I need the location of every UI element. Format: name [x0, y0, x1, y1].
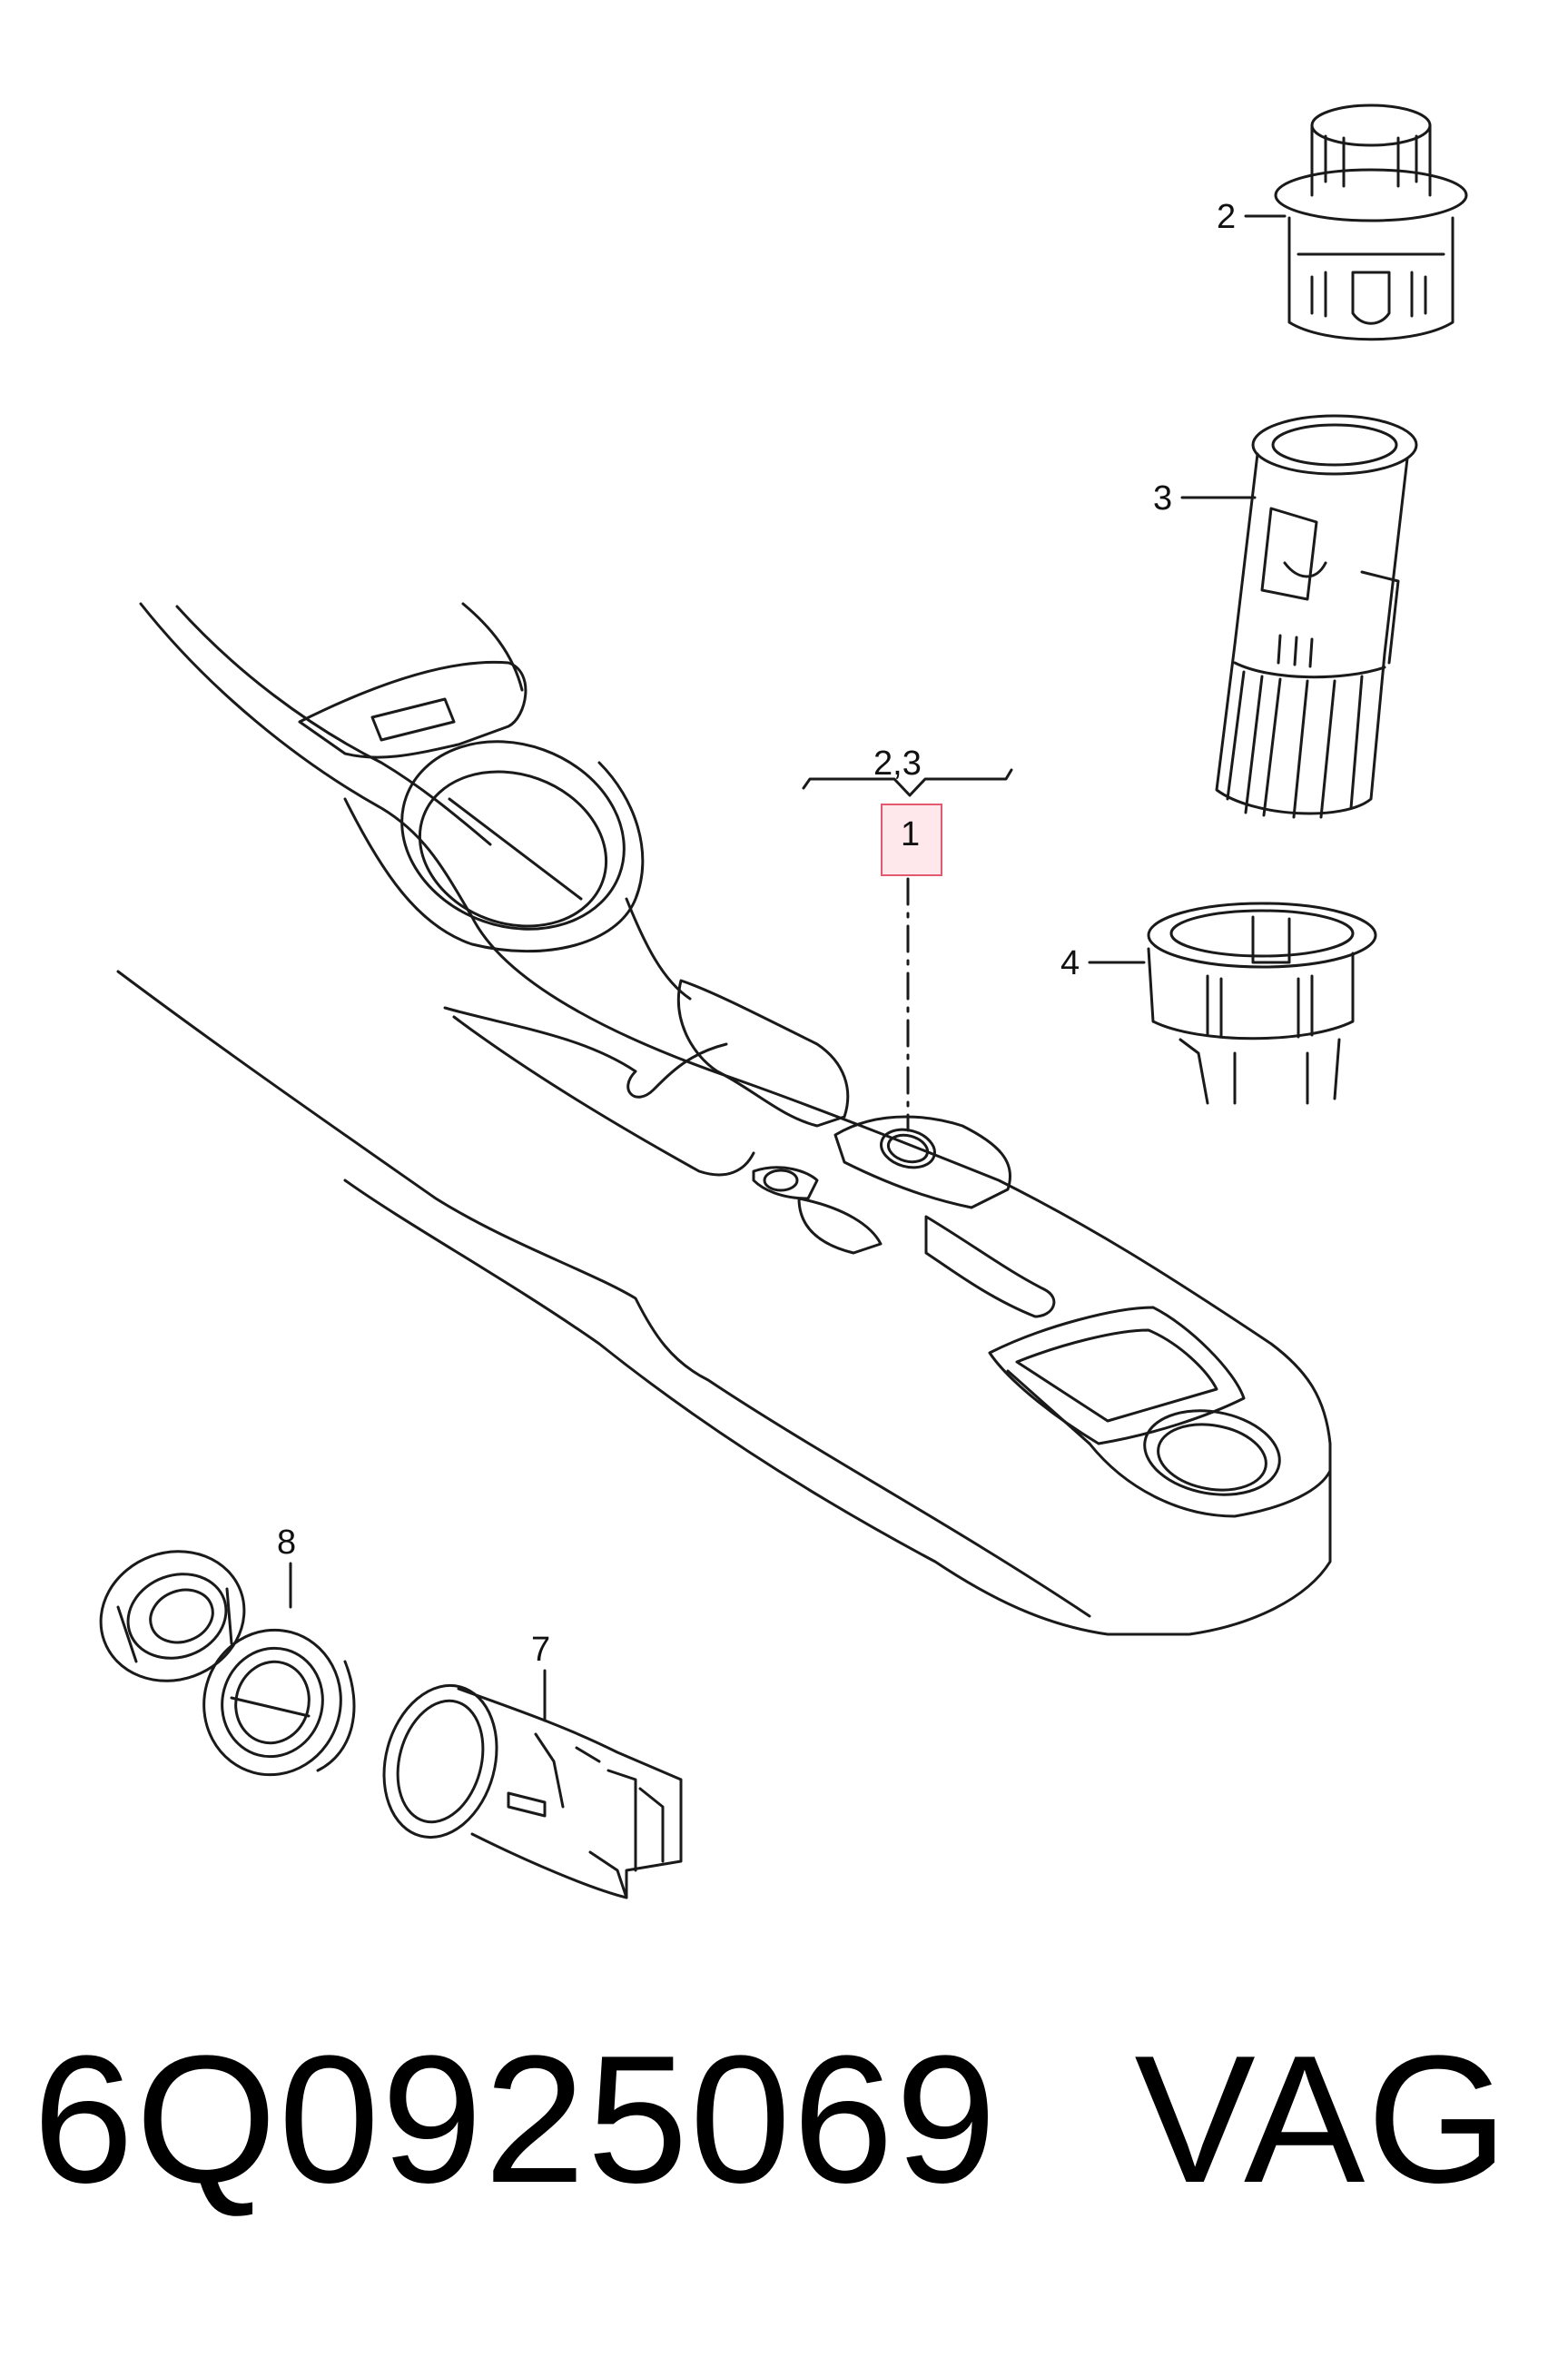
retaining-ring-4	[1088, 902, 1377, 1105]
part-number: 6Q0925069	[33, 2018, 999, 2221]
callout-part-4[interactable]: 4	[1060, 944, 1080, 982]
callout-part-3[interactable]: 3	[1153, 479, 1173, 518]
callout-part-8[interactable]: 8	[277, 1524, 297, 1562]
callout-part-7[interactable]: 7	[531, 1631, 551, 1669]
socket-housing-3	[1180, 414, 1418, 819]
socket-housing-7	[382, 1669, 683, 1899]
cap-8	[99, 1550, 356, 1777]
socket-insert-2	[1244, 104, 1468, 341]
group-2-3-bracket	[802, 768, 1013, 797]
part-1-highlight[interactable]	[881, 804, 942, 876]
callout-part-2[interactable]: 2	[1217, 198, 1237, 236]
center-console-illustration	[116, 602, 1332, 1636]
callout-part-1[interactable]: 1	[901, 815, 921, 853]
brand-name: VAG	[1134, 2018, 1510, 2221]
callout-group-2-3[interactable]: 2,3	[873, 745, 922, 783]
